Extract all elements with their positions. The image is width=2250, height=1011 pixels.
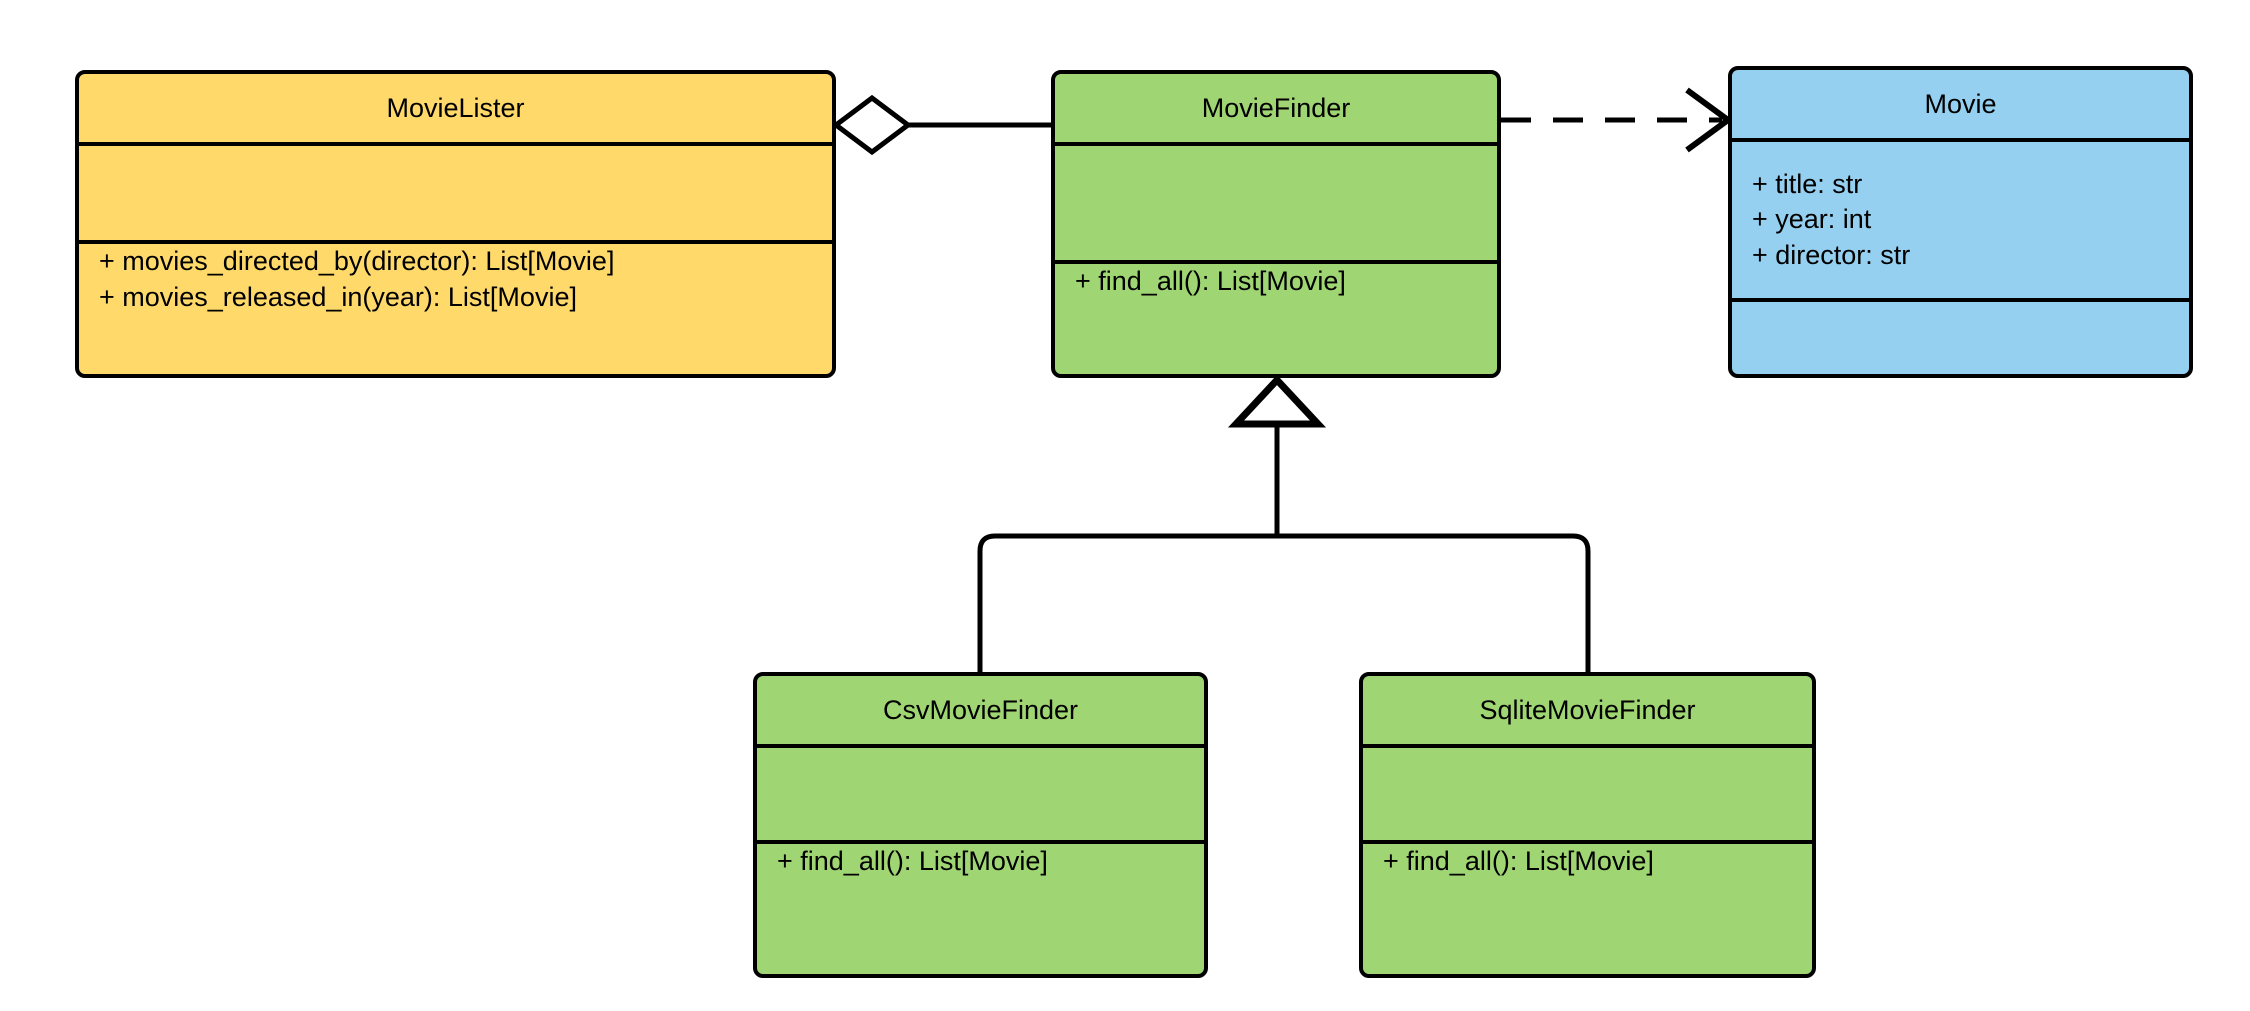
generalization-edge-tree: [977, 374, 1591, 672]
uml-member: + find_all(): List[Movie]: [1383, 846, 1654, 876]
aggregation-edge-movielister-moviefinder: [831, 94, 1051, 156]
hollow-triangle-icon: [1227, 374, 1327, 428]
uml-methods-sqlitemoviefinder: + find_all(): List[Movie]: [1363, 844, 1812, 880]
uml-member: + title: str: [1752, 168, 1863, 199]
uml-class-movie[interactable]: Movie + title: str + year: int + directo…: [1728, 66, 2193, 378]
uml-class-name-movielister: MovieLister: [79, 74, 832, 146]
uml-class-name-moviefinder: MovieFinder: [1055, 74, 1497, 146]
uml-class-movielister[interactable]: MovieLister + movies_directed_by(directo…: [75, 70, 836, 378]
uml-methods-movielister: + movies_directed_by(director): List[Mov…: [79, 244, 832, 315]
uml-class-csvmoviefinder[interactable]: CsvMovieFinder + find_all(): List[Movie]: [753, 672, 1208, 978]
generalization-branch-sqlite: [1277, 533, 1591, 672]
uml-class-name-csvmoviefinder: CsvMovieFinder: [757, 676, 1204, 748]
uml-class-sqlitemoviefinder[interactable]: SqliteMovieFinder + find_all(): List[Mov…: [1359, 672, 1816, 978]
hollow-diamond-icon: [831, 94, 913, 156]
uml-member: + find_all(): List[Movie]: [777, 846, 1048, 876]
uml-member: + director: str: [1752, 239, 1911, 270]
uml-member: + year: int: [1752, 204, 1872, 235]
uml-class-name-movie: Movie: [1732, 70, 2189, 142]
uml-attributes-moviefinder: [1055, 146, 1497, 264]
uml-attributes-movie: + title: str + year: int + director: str: [1732, 142, 2189, 302]
generalization-branch-csv: [977, 533, 1277, 672]
uml-class-name-sqlitemoviefinder: SqliteMovieFinder: [1363, 676, 1812, 748]
uml-member: + movies_directed_by(director): List[Mov…: [99, 246, 615, 276]
uml-attributes-movielister: [79, 146, 832, 244]
uml-methods-moviefinder: + find_all(): List[Movie]: [1055, 264, 1497, 300]
open-arrow-icon: [1685, 87, 1734, 153]
uml-attributes-csvmoviefinder: [757, 748, 1204, 844]
uml-class-moviefinder[interactable]: MovieFinder + find_all(): List[Movie]: [1051, 70, 1501, 378]
dependency-edge-moviefinder-movie: [1501, 87, 1734, 153]
uml-methods-csvmoviefinder: + find_all(): List[Movie]: [757, 844, 1204, 880]
uml-attributes-sqlitemoviefinder: [1363, 748, 1812, 844]
uml-member: + find_all(): List[Movie]: [1075, 266, 1346, 296]
uml-member: + movies_released_in(year): List[Movie]: [99, 281, 577, 312]
